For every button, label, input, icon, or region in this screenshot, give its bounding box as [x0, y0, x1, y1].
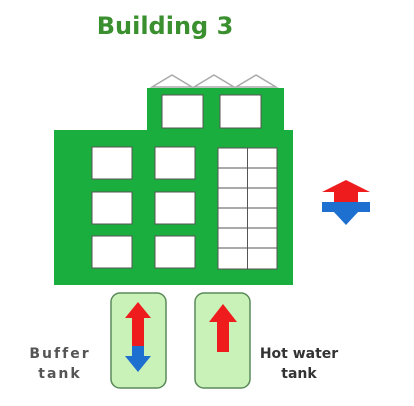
buffer-tank-arrow-icon — [125, 302, 151, 372]
diagram-title: Building 3 — [96, 12, 234, 40]
hot-water-tank-label: Hot water tank — [254, 344, 344, 384]
buffer-tank-label: Buffer tank — [24, 344, 96, 384]
window-grid — [91, 146, 196, 269]
exchange-arrow-icon — [322, 180, 370, 225]
hot-water-tank-label-line1: Hot water — [259, 346, 339, 362]
buffer-tank-label-line1: Buffer — [29, 346, 91, 362]
roof-peaks — [149, 74, 279, 88]
stairwell-window-grid — [217, 147, 278, 270]
hot-water-tank-label-line2: tank — [281, 366, 317, 382]
upper-window-2 — [219, 94, 262, 129]
buffer-tank-label-line2: tank — [38, 366, 82, 382]
hot-water-tank-arrow-icon — [209, 304, 237, 352]
upper-window-1 — [161, 94, 204, 129]
